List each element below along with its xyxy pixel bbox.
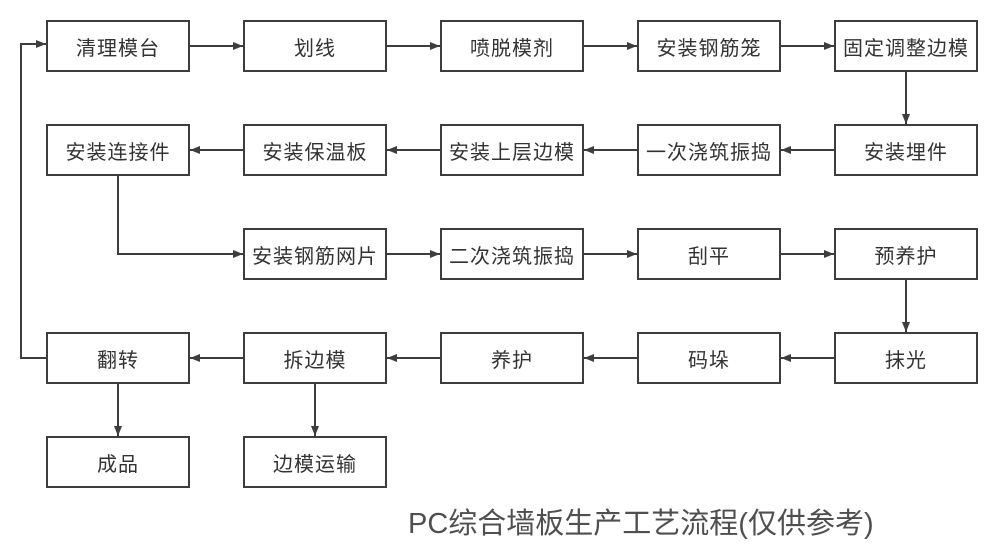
arrow-install-connectors-to-install-rebar-mesh: [117, 176, 243, 258]
diagram-caption: PC综合墙板生产工艺流程(仅供参考): [408, 508, 874, 540]
flow-node-install-rebar-cage: 安装钢筋笼: [637, 20, 781, 72]
flow-node-install-upper-side-mold: 安装上层边模: [440, 124, 584, 176]
arrow-flip-over-to-clean-platform-loop: [20, 40, 46, 359]
flow-node-flip-over: 翻转: [46, 332, 190, 384]
flow-node-spray-release-agent: 喷脱模剂: [440, 20, 584, 72]
flow-node-fix-adjust-side-mold: 固定调整边模: [834, 20, 978, 72]
flow-node-finished-product: 成品: [46, 436, 190, 488]
flow-node-screed-flat: 刮平: [637, 228, 781, 280]
flow-node-install-rebar-mesh: 安装钢筋网片: [243, 228, 387, 280]
flow-node-side-mold-transport: 边模运输: [243, 436, 387, 488]
flow-node-curing: 养护: [440, 332, 584, 384]
flow-node-remove-side-mold: 拆边模: [243, 332, 387, 384]
flow-node-pre-curing: 预养护: [834, 228, 978, 280]
flow-node-clean-platform: 清理模台: [46, 20, 190, 72]
flow-node-second-pour-vibrate: 二次浇筑振捣: [440, 228, 584, 280]
flow-node-install-insulation-board: 安装保温板: [243, 124, 387, 176]
flow-node-stacking: 码垛: [637, 332, 781, 384]
flow-node-first-pour-vibrate: 一次浇筑振捣: [637, 124, 781, 176]
flow-node-trowel-finish: 抹光: [834, 332, 978, 384]
flow-node-install-embedded-parts: 安装埋件: [834, 124, 978, 176]
flow-node-install-connectors: 安装连接件: [46, 124, 190, 176]
flow-node-scribe-line: 划线: [243, 20, 387, 72]
